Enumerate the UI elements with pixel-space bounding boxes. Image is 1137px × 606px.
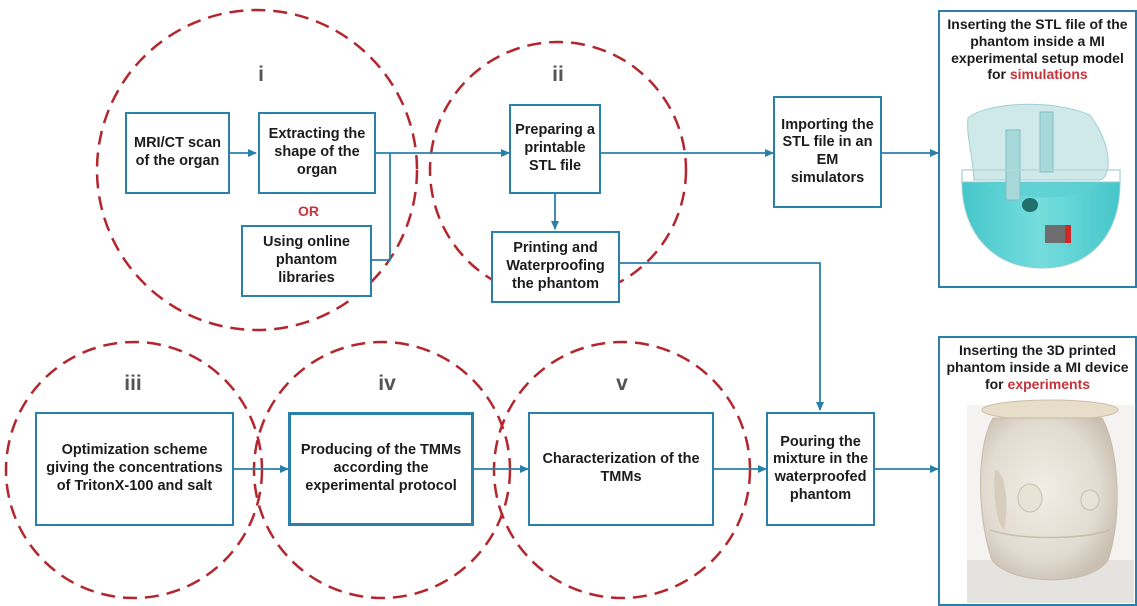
stage-circle-iv — [252, 340, 512, 600]
experiment-image — [967, 399, 1134, 603]
or-label: OR — [298, 203, 319, 219]
stage-label-i: i — [258, 63, 264, 86]
experiment-panel-title: Inserting the 3D printed phantom inside … — [946, 342, 1129, 392]
arrow-print-to-pouring — [620, 262, 824, 411]
stage-label-ii: ii — [552, 63, 564, 86]
pouring-box: Pouring the mixture in the waterproofed … — [766, 412, 875, 526]
import-stl-box: Importing the STL file in an EM simulato… — [773, 96, 882, 208]
online-libraries-box: Using online phantom libraries — [241, 225, 372, 297]
stage-circle-iii — [4, 340, 264, 600]
characterization-box: Characterization of the TMMs — [528, 412, 714, 526]
stage-label-iv: iv — [378, 372, 396, 395]
stage-circle-v — [492, 340, 752, 600]
simulation-image — [961, 103, 1121, 269]
stage-label-v: v — [616, 372, 628, 395]
stage-label-iii: iii — [124, 372, 142, 395]
extract-shape-box: Extracting the shape of the organ — [258, 112, 376, 194]
prepare-stl-box: Preparing a printable STL file — [509, 104, 601, 194]
simulation-panel-title: Inserting the STL file of the phantom in… — [947, 16, 1128, 83]
stage-circle-i — [95, 8, 419, 332]
mri-scan-box: MRI/CT scan of the organ — [125, 112, 230, 194]
print-waterproof-box: Printing and Waterproofing the phantom — [491, 231, 620, 303]
line-libraries-to-prepare — [372, 153, 391, 261]
simulation-panel: Inserting the STL file of the phantom in… — [938, 10, 1137, 288]
optimization-box: Optimization scheme giving the concentra… — [35, 412, 234, 526]
experiment-panel: Inserting the 3D printed phantom inside … — [938, 336, 1137, 606]
producing-tmms-box: Producing of the TMMs according the expe… — [288, 412, 474, 526]
